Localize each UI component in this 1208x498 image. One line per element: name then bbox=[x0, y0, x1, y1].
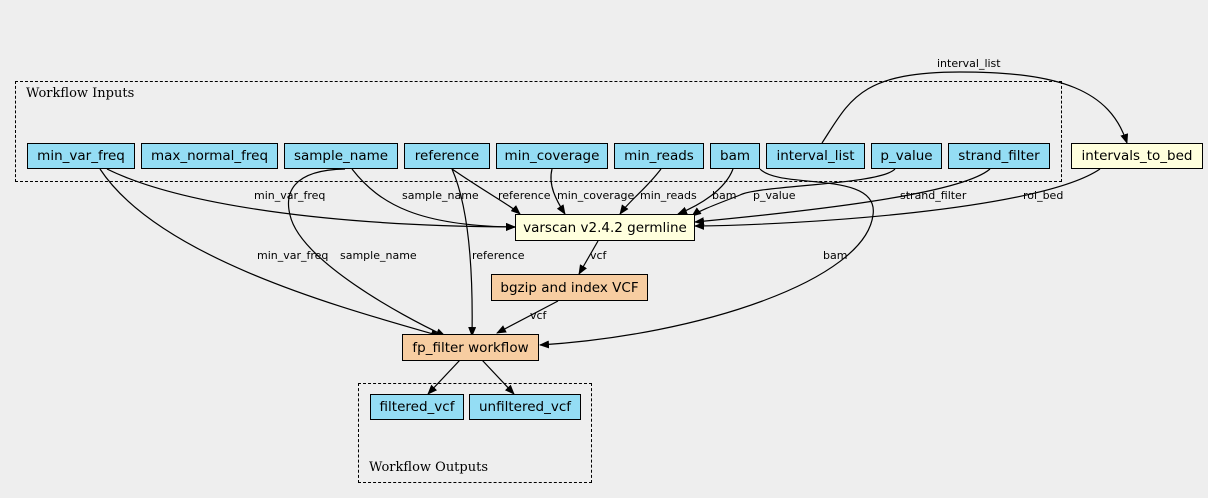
node-intervals-to-bed[interactable]: intervals_to_bed bbox=[1071, 143, 1203, 169]
edge-label-min-var-freq-varscan: min_var_freq bbox=[254, 189, 326, 202]
edge-label-reference-fp: reference bbox=[472, 249, 525, 262]
workflow-inputs-label: Workflow Inputs bbox=[26, 86, 135, 101]
node-max-normal-freq[interactable]: max_normal_freq bbox=[141, 143, 278, 169]
node-unfiltered-vcf[interactable]: unfiltered_vcf bbox=[469, 394, 581, 420]
node-filtered-vcf[interactable]: filtered_vcf bbox=[370, 394, 464, 420]
edge-bam-to-varscan bbox=[677, 168, 734, 215]
edge-sample-name-to-fp bbox=[287, 168, 446, 337]
edge-label-min-var-freq-fp: min_var_freq bbox=[257, 249, 329, 262]
edge-label-reference-varscan: reference bbox=[498, 189, 551, 202]
edge-label-strand-filter-varscan: strand_filter bbox=[900, 189, 967, 202]
edge-reference-to-varscan bbox=[451, 168, 521, 215]
edge-min-reads-to-varscan bbox=[619, 168, 662, 215]
node-min-coverage[interactable]: min_coverage bbox=[496, 143, 608, 169]
edge-label-bam-varscan: bam bbox=[712, 189, 737, 202]
edge-label-interval-list: interval_list bbox=[937, 57, 1001, 70]
node-strand-filter[interactable]: strand_filter bbox=[948, 143, 1050, 169]
node-min-reads[interactable]: min_reads bbox=[614, 143, 704, 169]
edge-fp-to-unfiltered-vcf bbox=[481, 359, 515, 395]
edge-bgzip-to-fp bbox=[496, 300, 559, 334]
node-fp-filter-workflow[interactable]: fp_filter workflow bbox=[402, 334, 539, 361]
edge-reference-to-fp bbox=[451, 168, 477, 337]
edge-label-vcf-bgzip: vcf bbox=[590, 249, 607, 262]
edge-label-min-reads-varscan: min_reads bbox=[640, 189, 697, 202]
node-bam[interactable]: bam bbox=[710, 143, 760, 169]
node-sample-name[interactable]: sample_name bbox=[284, 143, 398, 169]
node-interval-list[interactable]: interval_list bbox=[766, 143, 865, 169]
edge-min-var-freq-to-varscan bbox=[106, 168, 516, 231]
edge-label-min-coverage-varscan: min_coverage bbox=[557, 189, 635, 202]
edge-varscan-to-bgzip bbox=[578, 240, 599, 275]
node-reference[interactable]: reference bbox=[404, 143, 490, 169]
edge-label-sample-name-fp: sample_name bbox=[340, 249, 417, 262]
node-varscan[interactable]: varscan v2.4.2 germline bbox=[515, 214, 695, 241]
edge-interval-list-to-intervals-to-bed bbox=[821, 71, 1129, 144]
edge-intervals-to-bed-to-varscan bbox=[694, 168, 1101, 230]
edge-label-p-value-varscan: p_value bbox=[753, 189, 796, 202]
edge-min-coverage-to-varscan bbox=[550, 168, 566, 215]
node-bgzip-index-vcf[interactable]: bgzip and index VCF bbox=[491, 274, 648, 301]
workflow-inputs-cluster bbox=[15, 81, 1062, 182]
edge-label-sample-name-varscan: sample_name bbox=[402, 189, 479, 202]
edge-fp-to-filtered-vcf bbox=[427, 359, 461, 395]
edge-p-value-to-varscan bbox=[691, 168, 896, 217]
node-min-var-freq[interactable]: min_var_freq bbox=[27, 143, 135, 169]
edge-label-bam-fp: bam bbox=[823, 249, 848, 262]
node-p-value[interactable]: p_value bbox=[871, 143, 942, 169]
edge-label-vcf-fp: vcf bbox=[530, 309, 547, 322]
workflow-outputs-label: Workflow Outputs bbox=[369, 460, 488, 475]
edge-min-var-freq-to-fp bbox=[99, 168, 441, 338]
edge-label-roi-bed-varscan: roi_bed bbox=[1023, 189, 1064, 202]
workflow-outputs-cluster bbox=[358, 383, 592, 483]
